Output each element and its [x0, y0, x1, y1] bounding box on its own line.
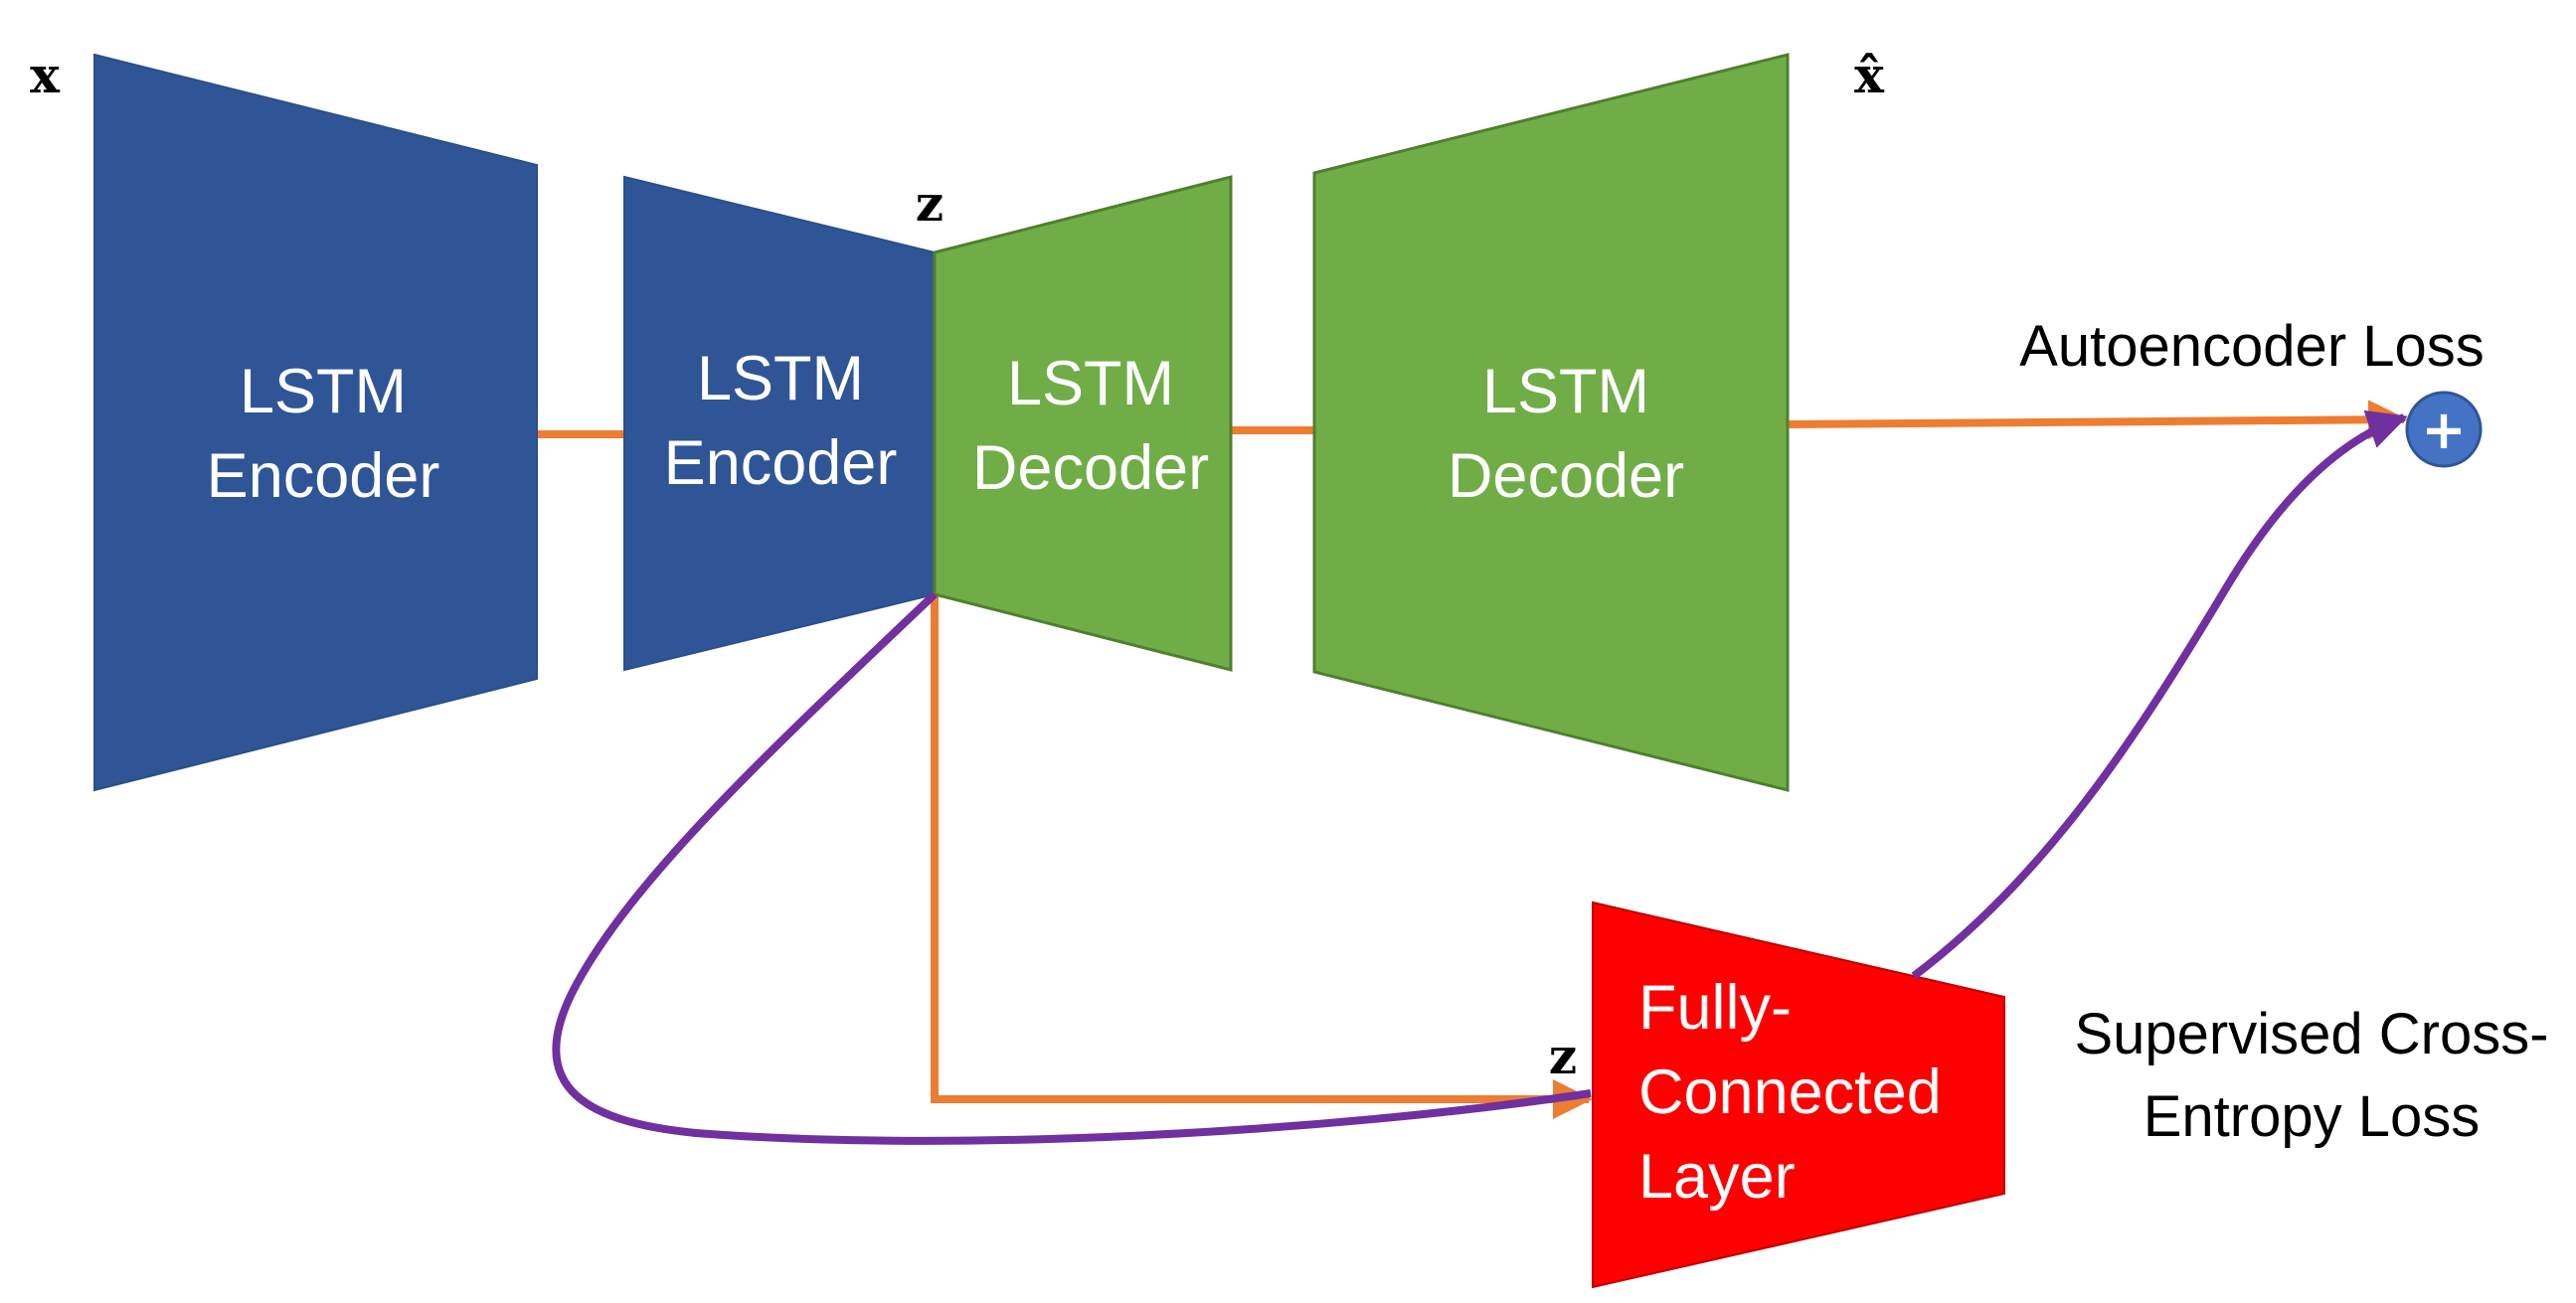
supervised-loss-label-line2: Entropy Loss: [2144, 1084, 2481, 1149]
decoder2-label-line2: Decoder: [1448, 441, 1684, 511]
plus-icon: +: [2421, 399, 2466, 461]
encoder2-label-line2: Encoder: [664, 428, 898, 498]
latent-z-label-fc: z: [1549, 1027, 1577, 1085]
decoder1-label-line2: Decoder: [972, 433, 1209, 503]
supervised-loss-arrow: [1911, 409, 2408, 980]
encoder1-label-line1: LSTM: [240, 357, 407, 426]
input-x-label: x: [30, 46, 61, 104]
lstm-encoder-block-1: [93, 53, 538, 792]
reconstruction-xhat-label: x̂: [1854, 46, 1885, 104]
lstm-decoder-block-1: [933, 175, 1233, 672]
autoencoder-loss-arrow: [1787, 400, 2408, 440]
encoder2-label-line1: LSTM: [697, 344, 864, 413]
latent-to-fc-arrow: [931, 594, 1593, 1119]
sum-node: [2405, 391, 2483, 468]
encoder1-label-line2: Encoder: [207, 441, 440, 511]
lstm-encoder-block-2: [623, 175, 936, 672]
decoder2-label-line1: LSTM: [1482, 357, 1649, 426]
lstm-decoder-block-2: [1312, 53, 1790, 792]
fc-label-line3: Layer: [1638, 1142, 1796, 1212]
fc-label-line2: Connected: [1638, 1058, 1942, 1127]
supervised-loss-label-line1: Supervised Cross-: [2074, 1002, 2548, 1066]
supervised-loss-path: [552, 591, 1592, 1145]
autoencoder-loss-label: Autoencoder Loss: [2019, 314, 2485, 379]
latent-z-label-top: z: [916, 174, 944, 233]
fc-label-line1: Fully-: [1638, 973, 1792, 1043]
decoder1-label-line1: LSTM: [1007, 349, 1174, 418]
fully-connected-layer-block: [1592, 900, 2005, 1289]
